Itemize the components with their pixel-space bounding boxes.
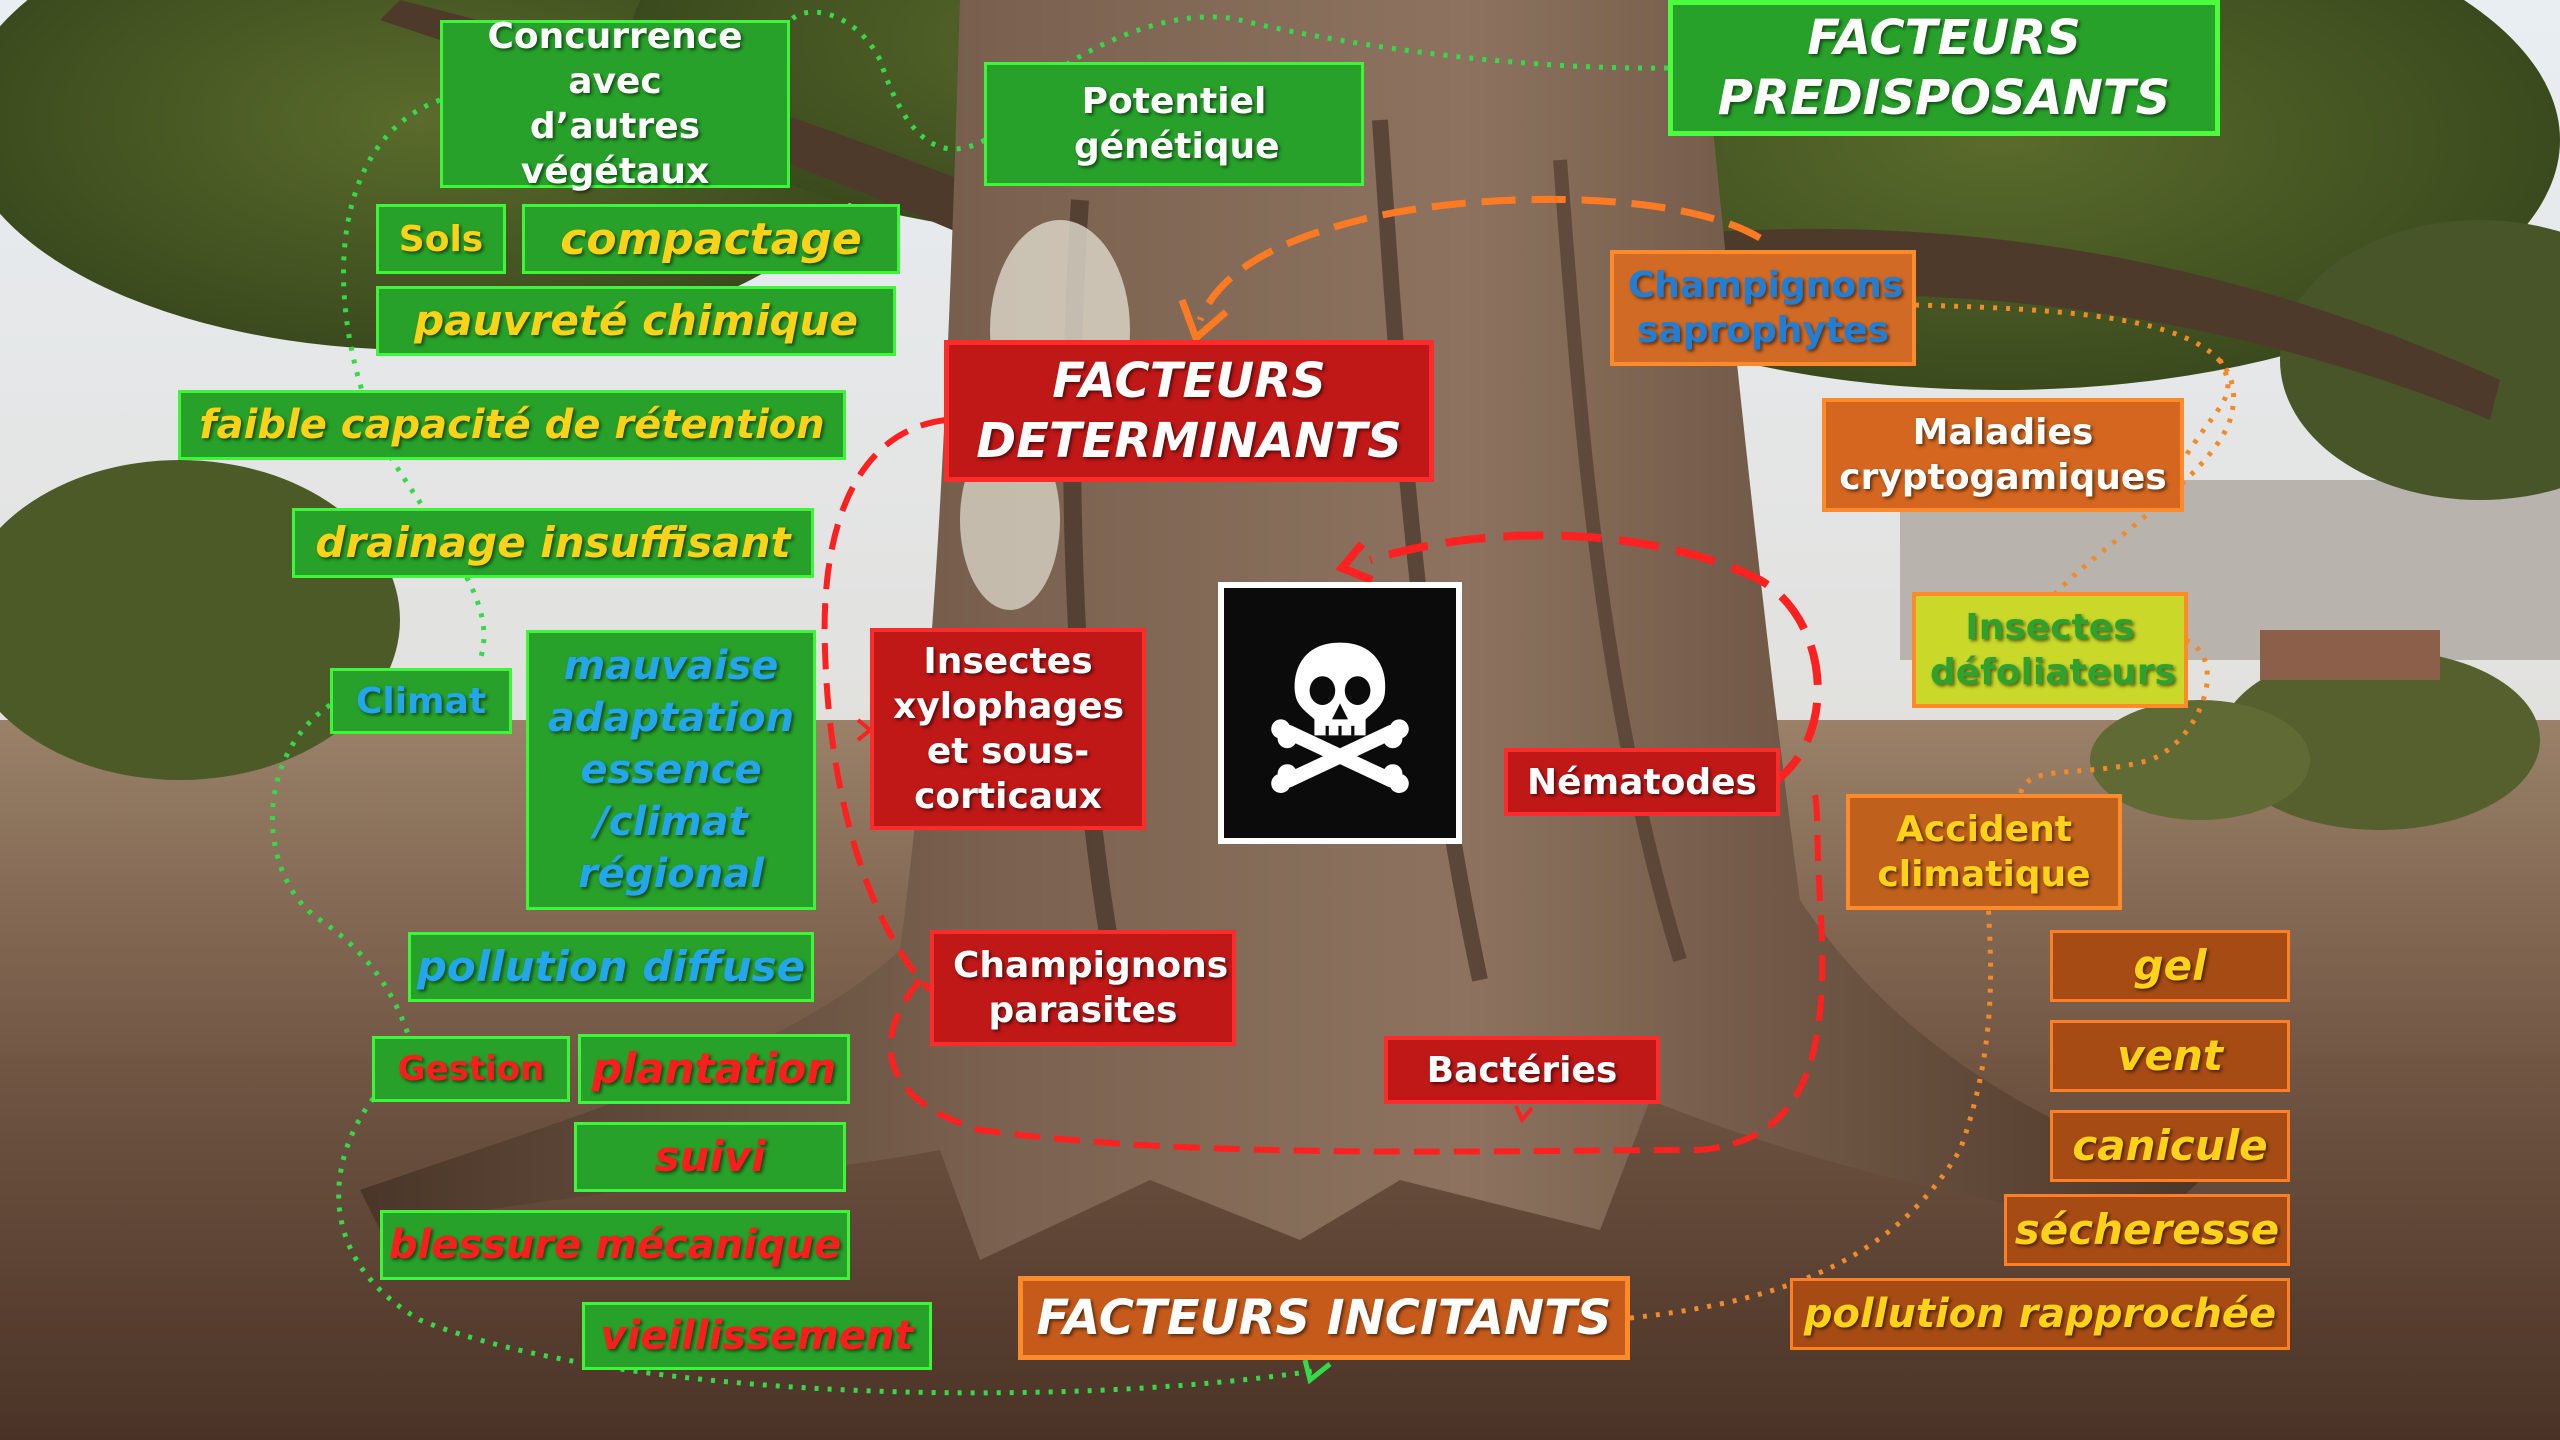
faible-retention-box: faible capacité de rétention (178, 390, 846, 460)
header-determinants-label: FACTEURS DETERMINANTS (976, 353, 1402, 469)
blessure-mecanique-box: blessure mécanique (380, 1210, 850, 1280)
climat-box: Climat (330, 668, 512, 734)
secheresse-label: sécheresse (2014, 1204, 2280, 1254)
skull-crossbones-icon (1218, 582, 1462, 844)
vieillissement-box: vieillissement (582, 1302, 932, 1370)
champignons-sapro-label: Champignons saprophytes (1628, 265, 1904, 351)
concurrence-label: Concurrence avec d’autres végétaux (487, 16, 743, 192)
adaptation-box: mauvaise adaptation essence /climat régi… (526, 630, 816, 910)
canicule-box: canicule (2050, 1110, 2290, 1182)
insectes-xylo-label: Insectes xylophages et sous-corticaux (893, 641, 1125, 817)
champignons-parasites-box: Champignons parasites (930, 930, 1236, 1046)
drainage-label: drainage insuffisant (315, 517, 791, 567)
drainage-box: drainage insuffisant (292, 508, 814, 578)
adaptation-label: mauvaise adaptation essence /climat régi… (547, 643, 795, 897)
suivi-box: suivi (574, 1122, 846, 1192)
bacteries-label: Bactéries (1426, 1049, 1618, 1091)
gel-box: gel (2050, 930, 2290, 1002)
bacteries-box: Bactéries (1384, 1036, 1660, 1104)
nematodes-label: Nématodes (1527, 761, 1757, 803)
insectes-defol-label: Insectes défoliateurs (1930, 607, 2176, 693)
gestion-label: Gestion (397, 1048, 545, 1089)
insectes-xylophages-box: Insectes xylophages et sous-corticaux (870, 628, 1146, 830)
header-incitants-label: FACTEURS INCITANTS (1036, 1290, 1612, 1346)
pollution-diffuse-box: pollution diffuse (408, 932, 814, 1002)
potentiel-genetique-box: Potentiel génétique (984, 62, 1364, 186)
insectes-defoliateurs-box: Insectes défoliateurs (1912, 592, 2188, 708)
plantation-label: plantation (591, 1043, 837, 1093)
skull-crossbones-glyph (1271, 642, 1409, 793)
pauvrete-chimique-box: pauvreté chimique (376, 286, 896, 356)
concurrence-box: Concurrence avec d’autres végétaux (440, 16, 790, 192)
pauvrete-label: pauvreté chimique (414, 295, 858, 345)
pollution-rapprochee-label: pollution rapprochée (1803, 1291, 2277, 1337)
header-facteurs-determinants: FACTEURS DETERMINANTS (944, 340, 1434, 482)
vieillissement-label: vieillissement (600, 1313, 914, 1359)
vent-box: vent (2050, 1020, 2290, 1092)
sols-box: Sols (376, 204, 506, 274)
champignons-parasites-label: Champignons parasites (953, 945, 1229, 1031)
compactage-box: compactage (522, 204, 900, 274)
champignons-saprophytes-box: Champignons saprophytes (1610, 250, 1916, 366)
retention-label: faible capacité de rétention (199, 402, 825, 448)
maladies-label: Maladies cryptogamiques (1839, 412, 2167, 498)
gestion-box: Gestion (372, 1036, 570, 1102)
climat-label: Climat (355, 680, 487, 722)
sols-label: Sols (398, 218, 484, 260)
pollution-diffuse-label: pollution diffuse (416, 941, 806, 991)
plantation-box: plantation (578, 1034, 850, 1104)
gel-label: gel (2133, 940, 2207, 990)
canicule-label: canicule (2072, 1120, 2268, 1170)
secheresse-box: sécheresse (2004, 1194, 2290, 1266)
compactage-label: compactage (560, 213, 862, 265)
nematodes-box: Nématodes (1504, 748, 1780, 816)
header-facteurs-predisposants: FACTEURS PREDISPOSANTS (1668, 0, 2220, 136)
header-facteurs-incitants: FACTEURS INCITANTS (1018, 1276, 1630, 1360)
suivi-label: suivi (654, 1131, 766, 1181)
potentiel-label: Potentiel génétique (1074, 81, 1280, 167)
header-predisposants-label: FACTEURS PREDISPOSANTS (1717, 10, 2171, 126)
accident-climatique-box: Accident climatique (1846, 794, 2122, 910)
accident-label: Accident climatique (1877, 809, 2091, 895)
pollution-rapprochee-box: pollution rapprochée (1790, 1278, 2290, 1350)
blessure-label: blessure mécanique (388, 1222, 842, 1268)
maladies-cryptogamiques-box: Maladies cryptogamiques (1822, 398, 2184, 512)
vent-label: vent (2117, 1030, 2223, 1080)
